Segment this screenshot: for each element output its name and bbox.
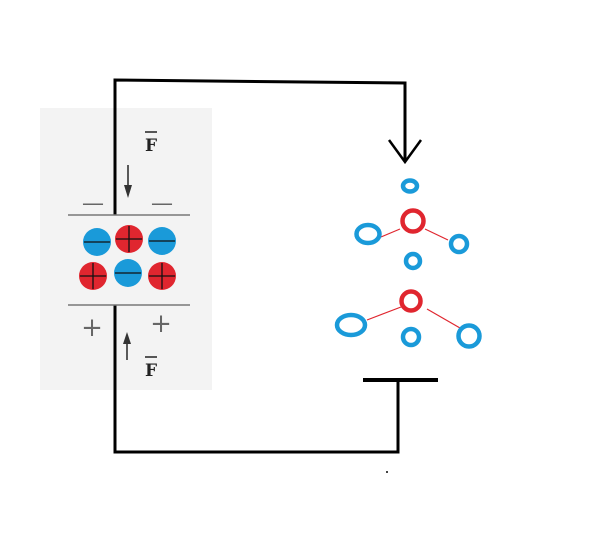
- bottom-wire: [113, 305, 400, 454]
- force-label-bottom: F: [145, 361, 157, 381]
- force-label-top: F: [145, 136, 157, 156]
- atom-right-blue: [448, 233, 470, 255]
- force-arrow-up: [123, 332, 131, 360]
- molecule-upper: [354, 208, 470, 255]
- top-wire: [113, 78, 407, 215]
- current-arrowhead: [387, 139, 423, 165]
- bottom-plate-sign-left: +: [81, 313, 103, 343]
- bottom-plate-sign-right: +: [150, 309, 172, 339]
- atom-bottom-blue: [400, 326, 422, 348]
- atom-left-blue: [354, 222, 382, 246]
- ion-ring-blue: [403, 251, 423, 271]
- small-dot: [386, 471, 388, 473]
- molecule-lower: [334, 289, 482, 349]
- negative-ion: [148, 227, 176, 255]
- top-plate-sign-right: —: [151, 191, 173, 216]
- positive-ion: [79, 262, 107, 290]
- ion-ring-blue: [400, 178, 420, 194]
- positive-ion: [115, 225, 143, 253]
- circuit-wires: [113, 78, 407, 454]
- positive-ion: [148, 262, 176, 290]
- atom-center-red: [399, 289, 423, 313]
- force-arrow-down: [124, 165, 132, 198]
- atom-left-blue: [334, 312, 368, 338]
- ion-lattice: [79, 225, 176, 290]
- negative-ion: [114, 259, 142, 287]
- atom-center-red: [400, 208, 426, 234]
- atom-right-blue: [456, 323, 482, 349]
- molecules: [334, 178, 482, 349]
- top-plate-sign-left: —: [82, 191, 104, 216]
- negative-ion: [83, 228, 111, 256]
